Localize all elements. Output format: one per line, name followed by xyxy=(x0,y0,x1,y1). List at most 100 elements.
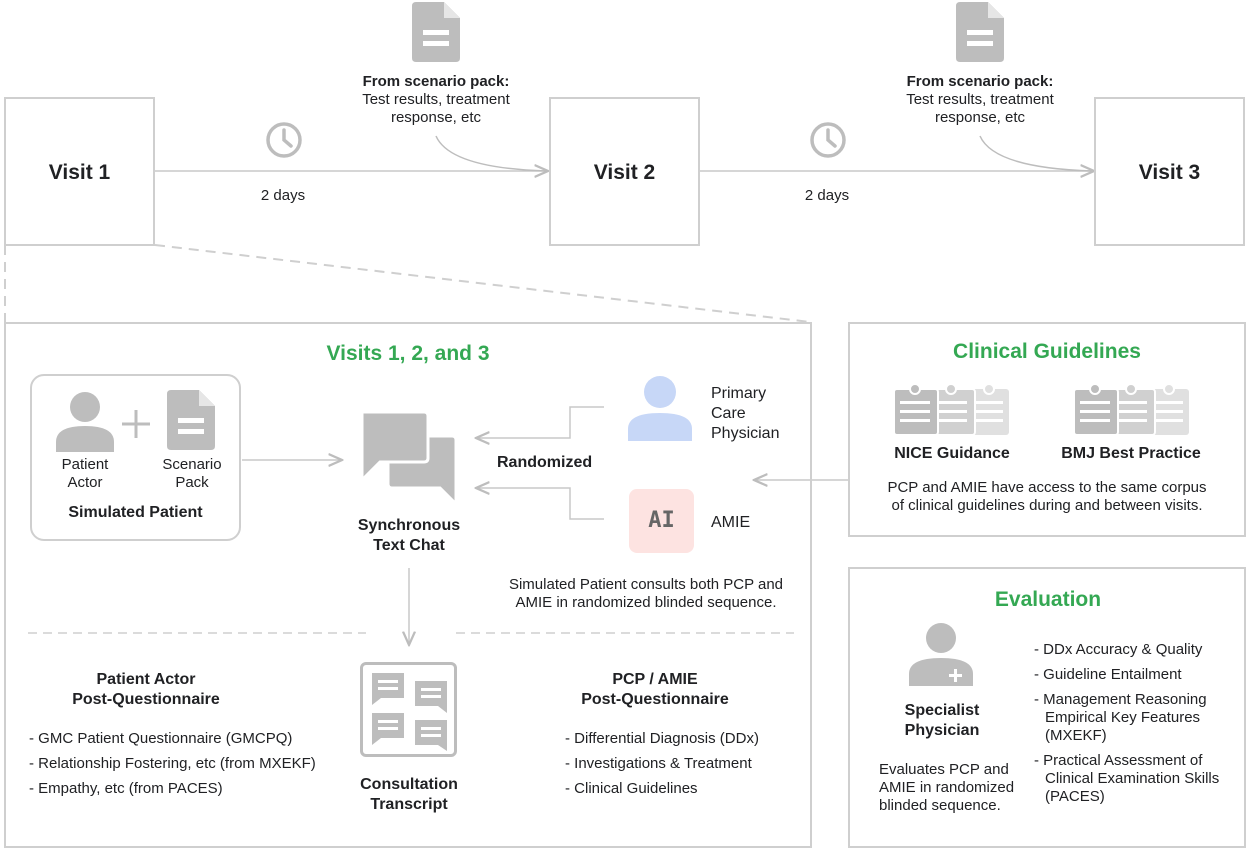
criteria-line: - Management Reasoning xyxy=(1034,691,1207,708)
evaluation-note-line: Evaluates PCP and xyxy=(879,761,1009,778)
list-item: - Guideline Entailment xyxy=(1034,666,1219,684)
evaluation-panel xyxy=(848,567,1246,848)
visit-3-label: Visit 3 xyxy=(1138,161,1201,184)
list-item: - GMC Patient Questionnaire (GMCPQ) xyxy=(29,730,293,747)
transcript-icon xyxy=(360,662,457,757)
criteria-line: - Guideline Entailment xyxy=(1034,666,1182,683)
pcp-label-line: Physician xyxy=(711,425,780,442)
criteria-line: Empirical Key Features xyxy=(1045,709,1201,726)
document-icon xyxy=(167,390,215,450)
scenario-pack-note-title: From scenario pack: xyxy=(906,73,1054,90)
specialist-label: Specialist Physician xyxy=(872,701,1012,741)
patient-actor-label: Patient Actor xyxy=(45,456,125,492)
scenario-pack-note-line: Test results, treatment xyxy=(906,91,1054,108)
chat-label: Synchronous Text Chat xyxy=(339,516,479,556)
amie-to-chat-arrow xyxy=(476,488,604,520)
transcript-label-line: Consultation xyxy=(360,776,458,793)
list-item: - Differential Diagnosis (DDx) xyxy=(565,730,759,747)
simulated-patient-box xyxy=(30,374,241,541)
guidelines-note-line: of clinical guidelines during and betwee… xyxy=(891,497,1203,514)
questionnaire-title-line: Post-Questionnaire xyxy=(581,691,729,708)
specialist-physician-icon xyxy=(909,623,973,686)
visits-panel-title: Visits 1, 2, and 3 xyxy=(326,342,490,365)
questionnaire-title-line: PCP / AMIE xyxy=(612,671,698,688)
patient-actor-line: Actor xyxy=(67,474,103,491)
transcript-bubbles xyxy=(372,673,447,751)
clock-icon xyxy=(266,122,302,158)
transcript-label: Consultation Transcript xyxy=(339,775,479,815)
amie-label: AMIE xyxy=(711,514,751,531)
scenario-pack-note-1: From scenario pack: Test results, treatm… xyxy=(336,73,536,127)
simulated-patient-caption: Simulated Patient xyxy=(68,504,203,521)
pcp-questionnaire-title: PCP / AMIE Post-Questionnaire xyxy=(535,670,775,710)
criteria-line: (MXEKF) xyxy=(1045,727,1107,744)
list-item: - Clinical Guidelines xyxy=(565,780,698,797)
visit-2-box: Visit 2 xyxy=(549,97,700,246)
patient-questionnaire-title: Patient Actor Post-Questionnaire xyxy=(26,670,266,710)
specialist-label-line: Physician xyxy=(904,722,980,739)
specialist-label-line: Specialist xyxy=(904,702,980,719)
scenario-pack-note-line: response, etc xyxy=(390,109,482,126)
evaluation-note: Evaluates PCP and AMIE in randomized bli… xyxy=(879,761,1014,815)
pcp-to-chat-arrow xyxy=(476,406,604,438)
scenario-pack-label: Scenario Pack xyxy=(152,456,232,492)
chat-label-line: Synchronous xyxy=(357,517,461,534)
interval-label-1: 2 days xyxy=(260,187,306,204)
evaluation-criteria-list: - DDx Accuracy & Quality - Guideline Ent… xyxy=(1034,641,1219,806)
visit-1-label: Visit 1 xyxy=(48,161,111,184)
evaluation-panel-title: Evaluation xyxy=(994,588,1102,611)
document-icon xyxy=(412,2,460,62)
criteria-line: Clinical Examination Skills xyxy=(1045,770,1220,787)
evaluation-note-line: AMIE in randomized xyxy=(879,779,1015,796)
consult-note-line: AMIE in randomized blinded sequence. xyxy=(515,594,777,611)
visit-2-label: Visit 2 xyxy=(593,161,656,184)
visit-3-box: Visit 3 xyxy=(1094,97,1245,246)
visits-panel xyxy=(4,322,812,848)
scenario-curve-1 xyxy=(435,135,547,172)
physician-icon xyxy=(628,376,692,441)
amie-badge-text: AI xyxy=(648,508,675,533)
scenario-pack-note-line: response, etc xyxy=(934,109,1026,126)
pcp-label-line: Primary xyxy=(711,385,767,402)
scenario-curve-2 xyxy=(979,135,1093,172)
clock-icon xyxy=(810,122,846,158)
chat-icon xyxy=(360,410,456,504)
questionnaire-title-line: Post-Questionnaire xyxy=(72,691,220,708)
guideline-source-bmj: BMJ Best Practice xyxy=(1061,445,1201,462)
guidelines-panel xyxy=(848,322,1246,537)
guidelines-panel-title: Clinical Guidelines xyxy=(953,340,1141,363)
criteria-line: (PACES) xyxy=(1045,788,1105,805)
list-item: - DDx Accuracy & Quality xyxy=(1034,641,1219,659)
patient-questionnaire-list: - GMC Patient Questionnaire (GMCPQ) - Re… xyxy=(29,726,316,801)
evaluation-note-line: blinded sequence. xyxy=(879,797,1001,814)
person-icon xyxy=(56,392,114,452)
pcp-label-line: Care xyxy=(711,405,746,422)
pcp-label: Primary Care Physician xyxy=(711,384,779,444)
scenario-pack-line: Scenario xyxy=(162,456,222,473)
list-item: - Management Reasoning Empirical Key Fea… xyxy=(1034,691,1219,745)
list-item: - Practical Assessment of Clinical Exami… xyxy=(1034,752,1219,806)
plus-icon xyxy=(122,410,150,438)
guidelines-note: PCP and AMIE have access to the same cor… xyxy=(850,479,1244,515)
consult-note-line: Simulated Patient consults both PCP and xyxy=(508,576,784,593)
scenario-pack-note-2: From scenario pack: Test results, treatm… xyxy=(880,73,1080,127)
scenario-pack-note-title: From scenario pack: xyxy=(362,73,510,90)
guideline-source-nice: NICE Guidance xyxy=(894,445,1010,462)
interval-label-2: 2 days xyxy=(804,187,850,204)
list-item: - Investigations & Treatment xyxy=(565,755,752,772)
amie-badge: AI xyxy=(629,489,694,553)
transcript-label-line: Transcript xyxy=(370,796,448,813)
consult-note: Simulated Patient consults both PCP and … xyxy=(493,576,799,612)
guidelines-note-line: PCP and AMIE have access to the same cor… xyxy=(887,479,1207,496)
list-item: - Empathy, etc (from PACES) xyxy=(29,780,223,797)
patient-actor-line: Patient xyxy=(61,456,109,473)
criteria-line: - Practical Assessment of xyxy=(1034,752,1203,769)
clipboard-stack-icon xyxy=(1073,383,1189,436)
chat-label-line: Text Chat xyxy=(373,537,445,554)
visit-1-box: Visit 1 xyxy=(4,97,155,246)
scenario-pack-line: Pack xyxy=(175,474,209,491)
clipboard-stack-icon xyxy=(893,383,1009,436)
zoom-dash-diag xyxy=(154,244,811,323)
questionnaire-title-line: Patient Actor xyxy=(96,671,196,688)
